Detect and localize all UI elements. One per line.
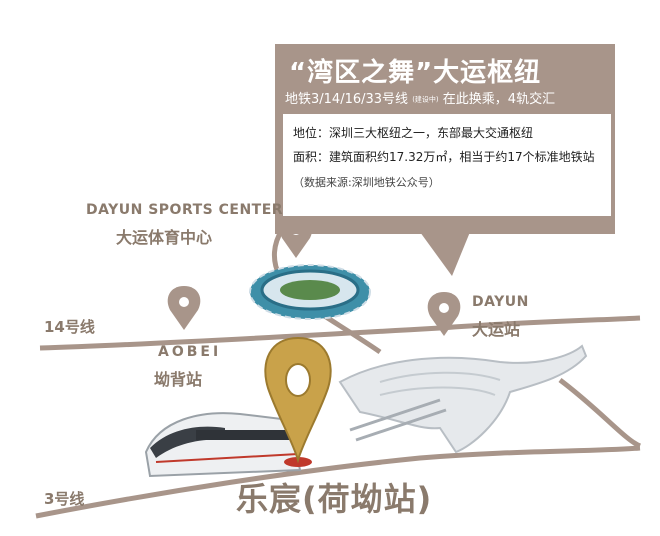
sports-center-label-en: DAYUN SPORTS CENTER: [86, 202, 284, 218]
info-subtitle-small: (建设中): [412, 95, 439, 104]
main-station-label: 乐宸(荷坳站): [236, 480, 433, 518]
dayun-label-en: DAYUN: [472, 294, 529, 310]
location-pin-icon: [167, 286, 201, 330]
line3-label: 3号线: [44, 490, 85, 508]
dayun-station-building: [338, 344, 588, 454]
info-box: “湾区之舞”大运枢纽 地铁3/14/16/33号线 (建设中) 在此换乘，4轨交…: [275, 44, 615, 234]
aobei-label-cn: 坳背站: [154, 370, 203, 389]
train-illustration: [144, 412, 302, 478]
line14-route: [39, 315, 641, 351]
location-pin-icon: [427, 292, 461, 336]
info-subtitle: 地铁3/14/16/33号线 (建设中) 在此换乘，4轨交汇: [285, 88, 555, 107]
info-subtitle-tail: 在此换乘，4轨交汇: [442, 92, 556, 107]
info-title: “湾区之舞”大运枢纽: [289, 58, 542, 88]
stadium-illustration: [249, 264, 371, 320]
info-details-panel: 地位：深圳三大枢纽之一，东部最大交通枢纽 面积：建筑面积约17.32万㎡，相当于…: [283, 114, 611, 216]
info-area-line: 面积：建筑面积约17.32万㎡，相当于约17个标准地铁站: [293, 150, 595, 164]
gold-location-pin-icon: [264, 336, 332, 467]
aobei-label-en: AOBEI: [158, 344, 222, 360]
info-subtitle-main: 地铁3/14/16/33号线: [285, 92, 409, 107]
right-connector-route: [558, 378, 642, 449]
info-location-line: 地位：深圳三大枢纽之一，东部最大交通枢纽: [293, 126, 534, 140]
dayun-label-cn: 大运站: [472, 320, 521, 339]
info-source-note: （数据来源:深圳地铁公众号）: [293, 176, 440, 189]
line14-label: 14号线: [44, 318, 95, 336]
sports-center-label-cn: 大运体育中心: [116, 228, 213, 247]
line3-route: [35, 445, 641, 519]
info-box-tail: [420, 232, 470, 276]
